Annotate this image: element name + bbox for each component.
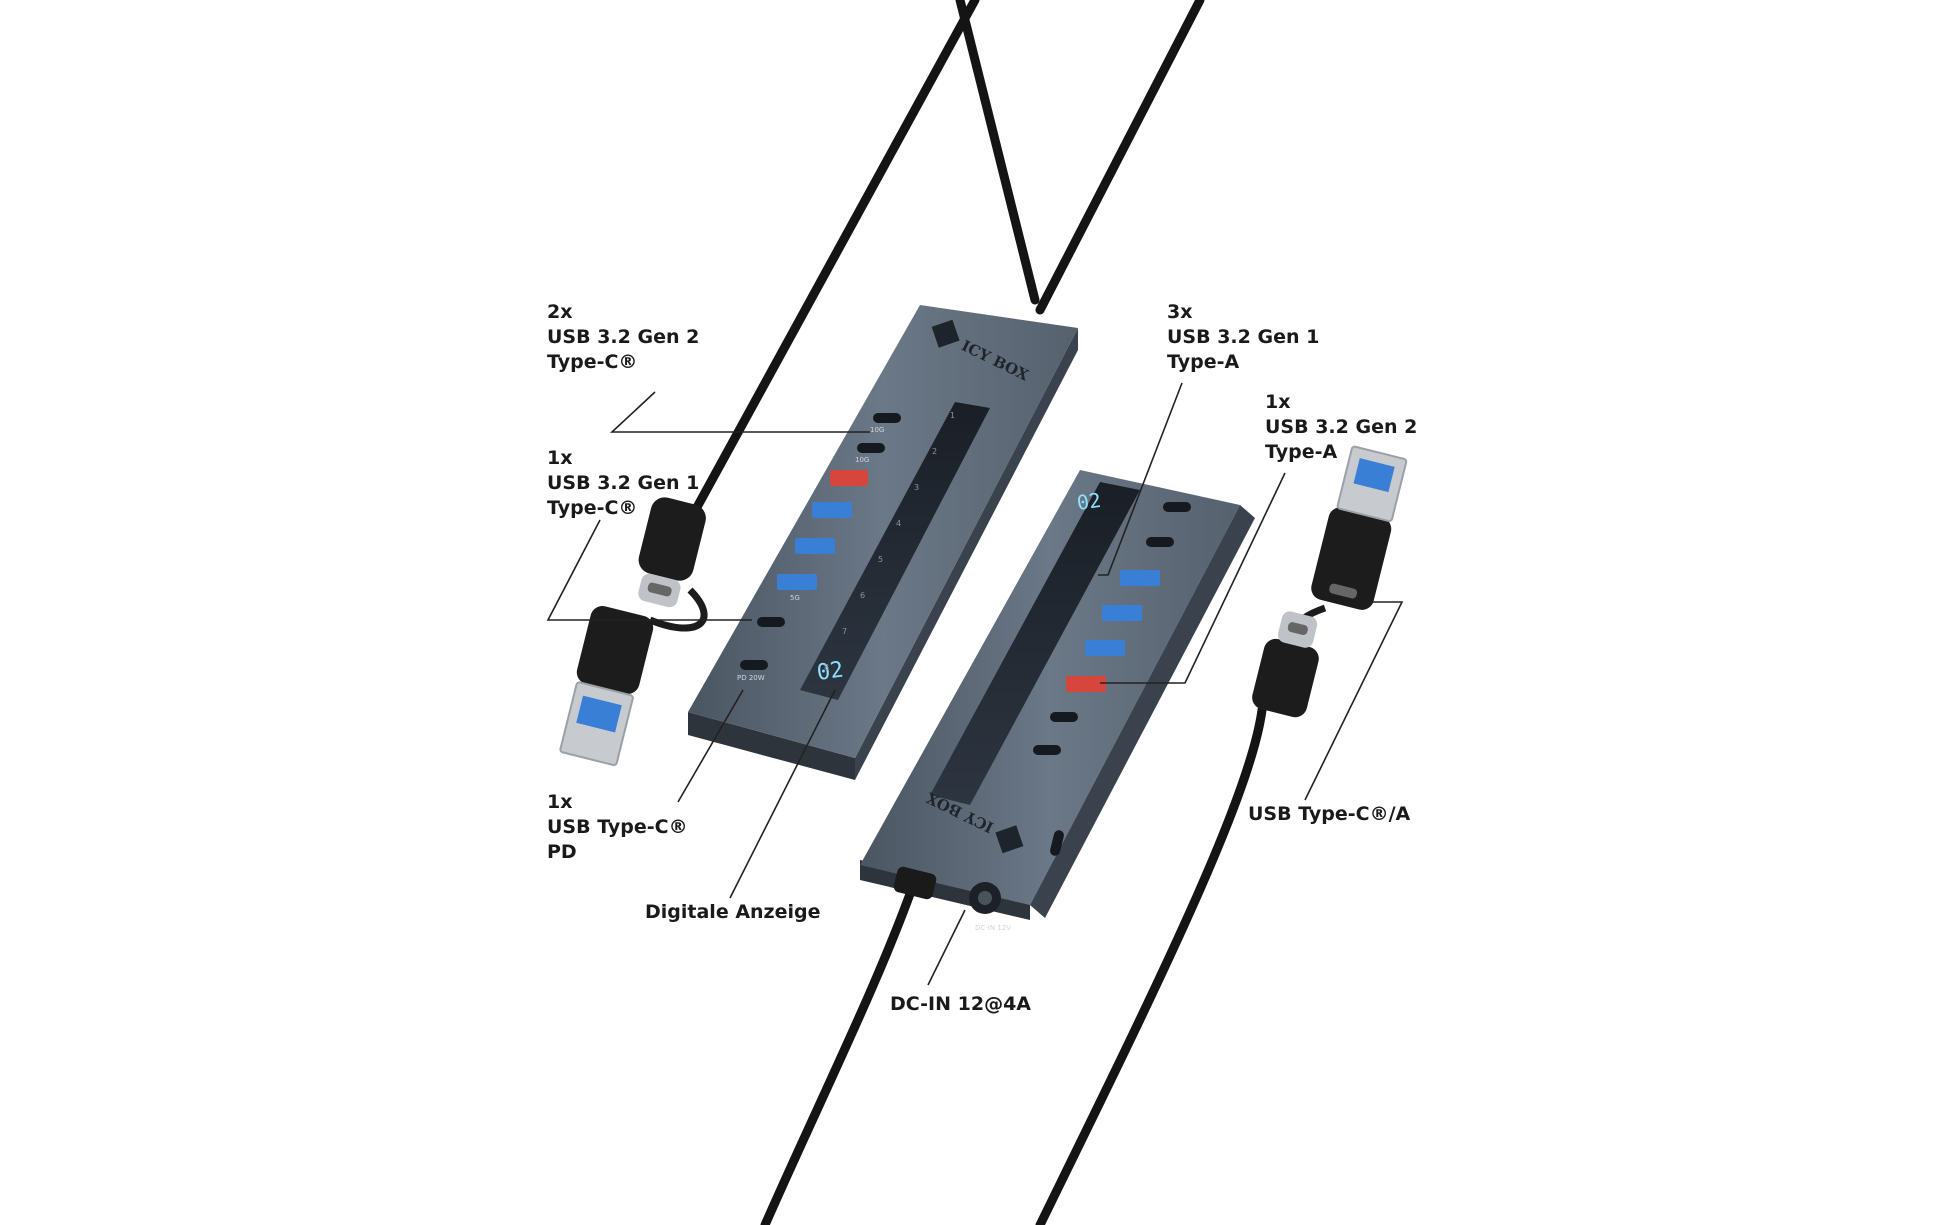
port-number: 2 [932, 447, 937, 456]
cable-dc-in [760, 875, 920, 1225]
label-line: USB Type-C®/A [1248, 803, 1411, 825]
label-typea-gen1: 3x USB 3.2 Gen 1 Type-A [1167, 300, 1319, 375]
label-line: Type-C® [547, 497, 638, 519]
right-hub: 02 ICY BOX DC-IN 12V [860, 470, 1255, 932]
right-adapter [1252, 445, 1408, 718]
cables [685, 0, 1267, 1225]
port-number: 8 [824, 663, 829, 672]
port-typea-blue [1085, 640, 1125, 656]
svg-text:PD 20W: PD 20W [737, 674, 765, 682]
port-typec [873, 413, 901, 423]
svg-text:10G: 10G [870, 426, 884, 434]
cable-right-hub-top [1035, 0, 1205, 315]
port-typec [1050, 712, 1078, 722]
callout-display [729, 689, 836, 899]
label-line: USB 3.2 Gen 1 [547, 472, 700, 494]
label-line: USB 3.2 Gen 2 [547, 326, 700, 348]
label-typec-pd: 1x USB Type-C® PD [547, 790, 688, 865]
port-typea-red [830, 470, 868, 486]
label-line: 3x [1167, 301, 1193, 323]
callout-typec-pd [677, 689, 744, 803]
cable-right-adapter [1035, 705, 1267, 1225]
label-line: USB 3.2 Gen 2 [1265, 416, 1418, 438]
svg-text:5G: 5G [790, 594, 800, 602]
label-line: 1x [547, 447, 573, 469]
port-number: 6 [860, 591, 865, 600]
callout-typec-gen1 [546, 519, 752, 621]
left-hub-indicator-strip [800, 402, 990, 700]
label-line: DC-IN 12@4A [890, 993, 1031, 1015]
port-typec [1163, 502, 1191, 512]
label-line: PD [547, 841, 577, 863]
label-line: 2x [547, 301, 573, 323]
label-line: 1x [1265, 391, 1291, 413]
label-line: Type-A [1167, 351, 1240, 373]
port-typec [857, 443, 885, 453]
port-typea-red [1066, 676, 1106, 692]
port-typea-blue [1120, 570, 1160, 586]
port-typea-blue [812, 502, 852, 518]
port-typea-blue [1102, 605, 1142, 621]
label-adapter: USB Type-C®/A [1248, 802, 1410, 827]
port-typec [1146, 537, 1174, 547]
port-typec-pd [740, 660, 768, 670]
label-line: Type-A [1265, 441, 1338, 463]
port-typea-blue [795, 538, 835, 554]
label-typea-gen2: 1x USB 3.2 Gen 2 Type-A [1265, 390, 1417, 465]
port-typec [757, 617, 785, 627]
dc-in-jack: DC-IN 12V [969, 882, 1011, 932]
port-typea-blue [777, 574, 817, 590]
digital-display-left: 02 [815, 657, 845, 685]
svg-text:DC-IN 12V: DC-IN 12V [975, 924, 1011, 932]
label-dcin: DC-IN 12@4A [890, 992, 1031, 1017]
callout-dcin [927, 909, 966, 986]
callout-typec-gen2 [609, 391, 870, 433]
port-number: 3 [914, 483, 919, 492]
svg-text:10G: 10G [855, 456, 869, 464]
callout-adapter [1304, 601, 1404, 801]
port-number: 7 [842, 627, 847, 636]
callout-typea-gen1 [1098, 382, 1183, 576]
label-typec-gen2: 2x USB 3.2 Gen 2 Type-C® [547, 300, 699, 375]
cable-left-hub-top [955, 0, 1040, 305]
label-line: Type-C® [547, 351, 638, 373]
callout-typea-gen2 [1100, 472, 1286, 684]
digital-display-right: 02 [1075, 488, 1102, 515]
label-display: Digitale Anzeige [645, 900, 821, 925]
port-typec [1033, 745, 1061, 755]
label-line: USB 3.2 Gen 1 [1167, 326, 1320, 348]
cable-left-adapter [685, 0, 980, 525]
label-line: USB Type-C® [547, 816, 688, 838]
left-hub-ports: 10G 10G 5G PD 20W [737, 413, 901, 682]
label-line: 1x [547, 791, 573, 813]
right-hub-indicator-strip [930, 482, 1140, 805]
port-number: 1 [950, 411, 955, 420]
label-typec-gen1: 1x USB 3.2 Gen 1 Type-C® [547, 446, 699, 521]
port-number: 4 [896, 519, 901, 528]
port-number: 5 [878, 555, 883, 564]
callout-lines [546, 382, 1404, 986]
label-line: Digitale Anzeige [645, 901, 821, 923]
left-adapter [559, 497, 708, 767]
